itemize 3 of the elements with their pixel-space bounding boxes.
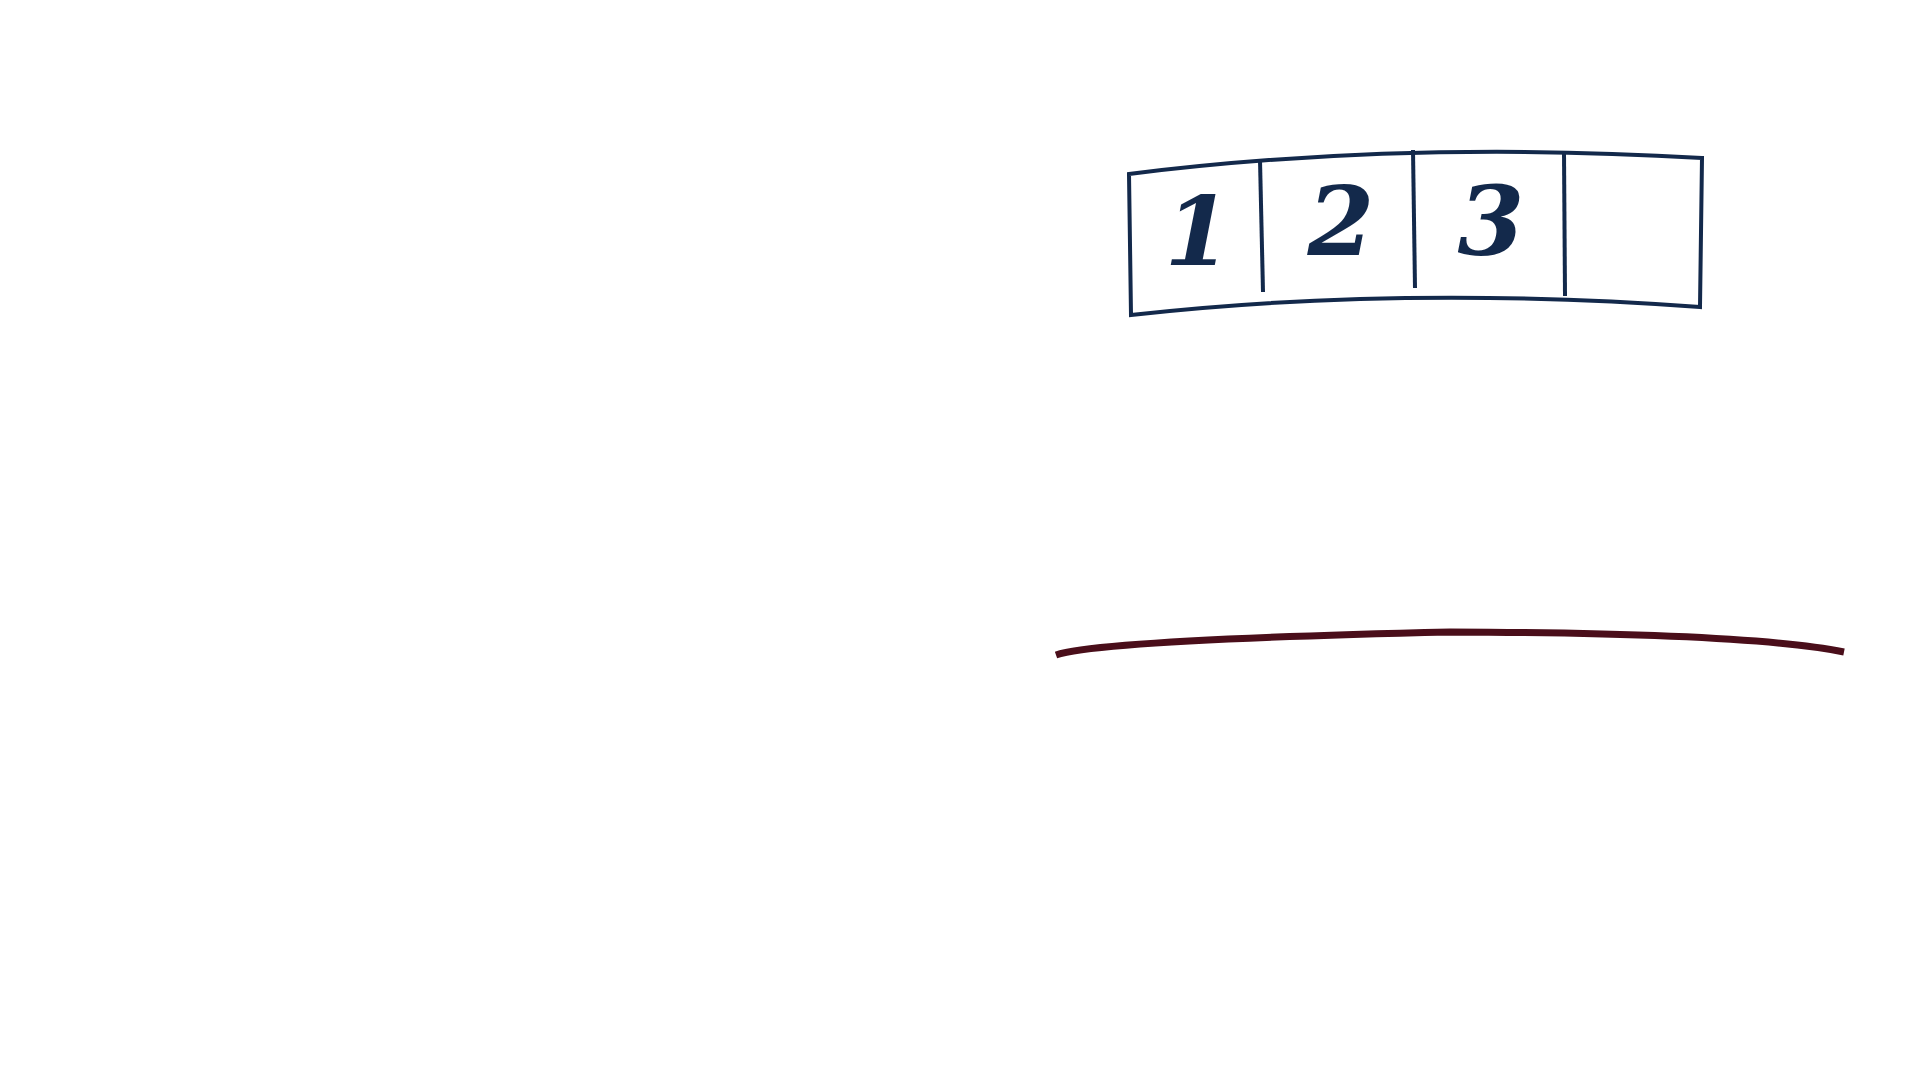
digit: 1 bbox=[1164, 184, 1232, 280]
digit: 3 bbox=[1457, 174, 1525, 270]
digit: 2 bbox=[1307, 174, 1375, 270]
